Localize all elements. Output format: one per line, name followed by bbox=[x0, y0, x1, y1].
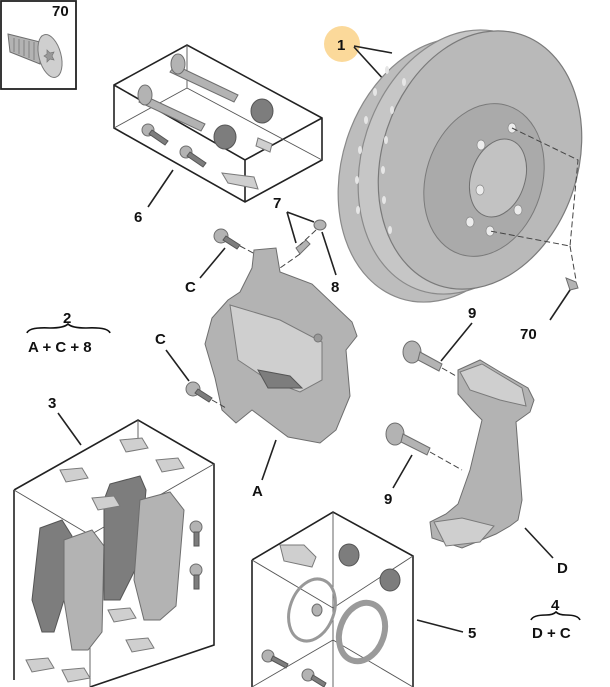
bolt-icon bbox=[189, 520, 203, 590]
callout-pin-kit: 6 bbox=[134, 209, 142, 226]
callout-caliper: A bbox=[252, 483, 263, 500]
group-2-number: 2 bbox=[63, 310, 71, 327]
grease-sachet-icon bbox=[279, 544, 317, 568]
o-ring-icon bbox=[287, 577, 337, 643]
rubber-boot-icon bbox=[338, 543, 360, 567]
callout-caliper-bolt-upper: C bbox=[185, 279, 196, 296]
guide-pin-icon bbox=[137, 53, 239, 132]
callout-cap: 8 bbox=[331, 279, 339, 296]
carrier-bolt-lower[interactable]: 9 bbox=[384, 422, 463, 508]
pad-clip-icon bbox=[25, 437, 185, 683]
caliper-carrier[interactable]: D bbox=[429, 359, 568, 577]
rubber-boot-icon bbox=[213, 98, 274, 150]
callout-seal-kit: 5 bbox=[468, 625, 476, 642]
grease-sachet-icon bbox=[221, 172, 259, 190]
carrier-bolt-upper[interactable]: 9 bbox=[402, 305, 476, 377]
group-2-formula: 2 A + C + 8 bbox=[26, 310, 111, 356]
brake-caliper[interactable]: A bbox=[204, 247, 358, 500]
bleed-screw[interactable]: 7 8 bbox=[273, 195, 339, 296]
brace bbox=[530, 610, 581, 621]
callout-carrier-bolt-upper: 9 bbox=[468, 305, 476, 322]
callout-highlight bbox=[324, 26, 360, 62]
group-4-number: 4 bbox=[551, 597, 560, 614]
disc-vent-slots bbox=[355, 66, 406, 234]
group-4-formula-text: D + C bbox=[532, 625, 571, 642]
callout-bleed: 7 bbox=[273, 195, 281, 212]
callout-pads: 3 bbox=[48, 395, 56, 412]
caliper-bolt-upper[interactable]: C bbox=[185, 228, 258, 296]
brake-pads-kit-box[interactable]: 3 bbox=[13, 395, 215, 687]
callout-disc-screw: 70 bbox=[520, 326, 537, 343]
callout-disc[interactable]: 1 bbox=[324, 26, 407, 105]
callout-carrier-bolt-lower: 9 bbox=[384, 491, 392, 508]
callout-carrier: D bbox=[557, 560, 568, 577]
svg-text:1: 1 bbox=[337, 37, 345, 54]
sleeve-icon bbox=[255, 137, 273, 153]
callout-caliper-bolt-lower: C bbox=[155, 331, 166, 348]
rubber-boot-icon bbox=[379, 568, 401, 592]
guide-pin-kit-box[interactable]: 6 bbox=[113, 44, 323, 226]
brake-pad-icon bbox=[31, 475, 185, 651]
disc-screw[interactable]: 70 bbox=[520, 277, 579, 343]
torx-screw-icon bbox=[7, 33, 63, 78]
group-2-formula-text: A + C + 8 bbox=[28, 339, 92, 356]
bolt-icon bbox=[261, 649, 327, 687]
brake-disc[interactable] bbox=[305, 3, 610, 330]
seal-kit-box[interactable]: 5 bbox=[251, 511, 476, 687]
piston-seal-icon bbox=[335, 599, 389, 665]
bleed-cap-icon bbox=[311, 603, 323, 617]
caliper-bolt-lower[interactable]: C bbox=[155, 331, 227, 409]
callout-inset-screw: 70 bbox=[52, 3, 69, 20]
inset-screw-box[interactable]: 70 bbox=[0, 0, 77, 90]
bolt-icon bbox=[141, 123, 207, 168]
brace bbox=[26, 322, 111, 334]
group-4-formula: 4 D + C bbox=[530, 597, 581, 642]
